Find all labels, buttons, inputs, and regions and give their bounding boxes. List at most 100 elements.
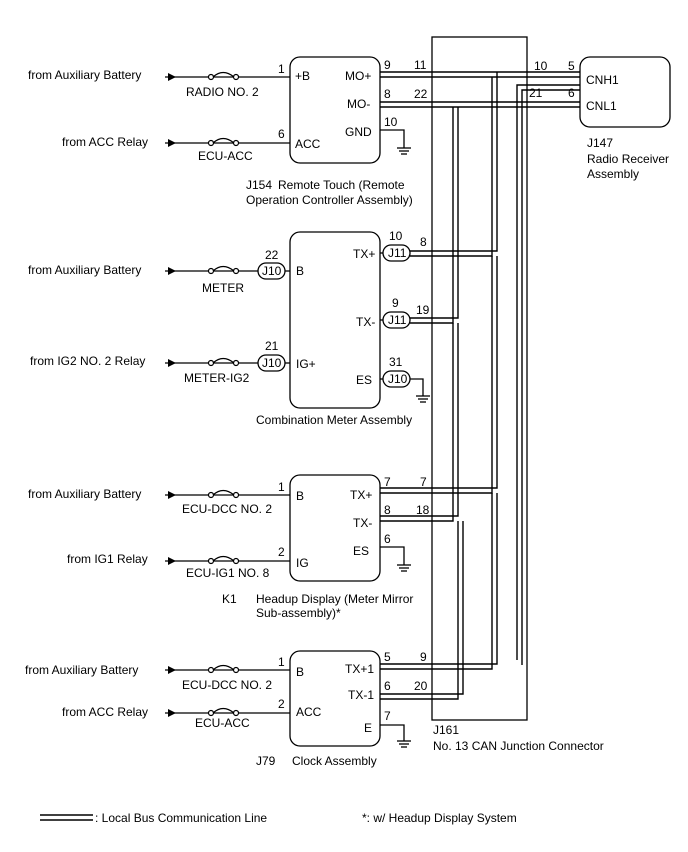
headup-source-ig: from IG1 Relay (67, 552, 148, 566)
legend-bus-line-symbol (40, 814, 93, 821)
clock-terminal-e: E (364, 721, 372, 735)
clock-input-acc (165, 707, 290, 717)
junction-pin-clock-tx-minus: 20 (414, 679, 428, 693)
radio-terminal-cnl1: CNL1 (586, 99, 617, 113)
headup-pin-tx-minus: 8 (384, 503, 391, 517)
clock-terminal-acc: ACC (296, 705, 322, 719)
remote-touch-pin-mo-minus: 8 (384, 87, 391, 101)
meter-input-ig (165, 357, 290, 367)
junction-pin-meter-tx-minus: 19 (416, 303, 430, 317)
radio-receiver-box (579, 56, 671, 128)
headup-terminal-b: B (296, 489, 304, 503)
headup-pin-b: 1 (278, 480, 285, 494)
headup-display-box (289, 474, 381, 582)
headup-terminal-es: ES (353, 544, 369, 558)
headup-source-b: from Auxiliary Battery (28, 487, 141, 501)
headup-id: K1 (222, 592, 237, 606)
clock-pin-e: 7 (384, 709, 391, 723)
remote-touch-terminal-mo-minus: MO- (347, 97, 370, 111)
junction-pin-headup-tx-minus: 18 (416, 503, 430, 517)
clock-assembly-box (289, 650, 381, 747)
meter-source-b: from Auxiliary Battery (28, 263, 141, 277)
junction-pin-mo-minus: 22 (414, 87, 428, 101)
meter-terminal-ig: IG+ (296, 357, 316, 371)
meter-fuse-b: METER (202, 281, 244, 295)
remote-touch-pin-b: 1 (278, 62, 285, 76)
meter-terminal-b: B (296, 264, 304, 278)
remote-touch-terminal-mo-plus: MO+ (345, 69, 371, 83)
clock-terminal-tx-plus: TX+1 (345, 662, 374, 676)
junction-pin-meter-tx-plus: 8 (420, 235, 427, 249)
headup-pin-es: 6 (384, 532, 391, 546)
ground-icon (380, 546, 411, 572)
remote-touch-pin-acc: 6 (278, 127, 285, 141)
meter-pin-tx-plus: 10 (389, 229, 403, 243)
remote-touch-terminal-gnd: GND (345, 125, 372, 139)
meter-connector-label-b: J10 (262, 264, 282, 278)
radio-pin-cnl1: 6 (568, 86, 575, 100)
remote-touch-input-acc (165, 137, 290, 147)
meter-connector-b (257, 262, 286, 280)
headup-fuse-b: ECU-DCC NO. 2 (182, 502, 272, 516)
meter-terminal-tx-minus: TX- (356, 315, 375, 329)
meter-connector-label-tx-plus: J11 (388, 246, 407, 260)
clock-pin-tx-minus: 6 (384, 679, 391, 693)
remote-touch-box (289, 56, 381, 164)
clock-id: J79 (256, 754, 276, 768)
clock-pin-tx-plus: 5 (384, 650, 391, 664)
remote-touch-terminal-acc: ACC (295, 137, 321, 151)
remote-touch-fuse-acc: ECU-ACC (198, 149, 253, 163)
junction-id: J161 (433, 723, 459, 737)
remote-touch-input-b (165, 71, 290, 81)
remote-touch-pin-gnd: 10 (384, 115, 398, 129)
meter-connector-ig (257, 354, 286, 372)
ground-icon (380, 129, 411, 155)
clock-terminal-tx-minus: TX-1 (348, 688, 374, 702)
remote-touch-fuse-b: RADIO NO. 2 (186, 85, 259, 99)
legend-footnote: *: w/ Headup Display System (362, 811, 517, 825)
ground-icon (380, 724, 411, 748)
headup-name-line2: Sub-assembly)* (256, 606, 341, 620)
headup-terminal-tx-minus: TX- (353, 516, 372, 530)
headup-pin-tx-plus: 7 (384, 475, 391, 489)
meter-connector-label-es: J10 (388, 372, 408, 386)
junction-pin-clock-tx-plus: 9 (420, 650, 427, 664)
clock-source-acc: from ACC Relay (62, 705, 148, 719)
clock-terminal-b: B (296, 665, 304, 679)
meter-connector-label-ig: J10 (262, 356, 282, 370)
meter-fuse-ig: METER-IG2 (184, 371, 250, 385)
radio-id: J147 (587, 136, 613, 150)
headup-terminal-tx-plus: TX+ (350, 488, 372, 502)
meter-pin-b: 22 (265, 248, 279, 262)
meter-source-ig: from IG2 NO. 2 Relay (30, 354, 145, 368)
meter-pin-ig: 21 (265, 339, 279, 353)
remote-touch-pin-mo-plus: 9 (384, 58, 391, 72)
headup-input-b (165, 489, 290, 499)
headup-pin-ig: 2 (278, 545, 285, 559)
headup-terminal-ig: IG (296, 556, 309, 570)
remote-touch-source-acc: from ACC Relay (62, 135, 148, 149)
clock-source-b: from Auxiliary Battery (25, 663, 138, 677)
junction-pin-cnl1: 21 (529, 86, 543, 100)
headup-fuse-ig: ECU-IG1 NO. 8 (186, 566, 270, 580)
remote-touch-name-line2: Operation Controller Assembly) (246, 193, 413, 207)
junction-pin-headup-tx-plus: 7 (420, 475, 427, 489)
clock-input-b (165, 664, 290, 674)
junction-name: No. 13 CAN Junction Connector (433, 739, 604, 753)
ground-icon (410, 378, 430, 403)
remote-touch-source-b: from Auxiliary Battery (28, 68, 141, 82)
junction-pin-cnh1: 10 (534, 59, 548, 73)
junction-pin-mo-plus: 11 (414, 58, 427, 72)
clock-fuse-acc: ECU-ACC (195, 716, 250, 730)
clock-pin-acc: 2 (278, 697, 285, 711)
local-bus-lines (380, 71, 580, 700)
radio-name-line2: Assembly (587, 167, 639, 181)
meter-pin-tx-minus: 9 (392, 296, 399, 310)
legend-bus-line-label: : Local Bus Communication Line (95, 811, 267, 825)
clock-name: Clock Assembly (292, 754, 377, 768)
headup-name-line1: Headup Display (Meter Mirror (256, 592, 413, 606)
junction-connector-box (431, 36, 528, 721)
meter-name: Combination Meter Assembly (256, 413, 412, 427)
radio-name-line1: Radio Receiver (587, 152, 669, 166)
